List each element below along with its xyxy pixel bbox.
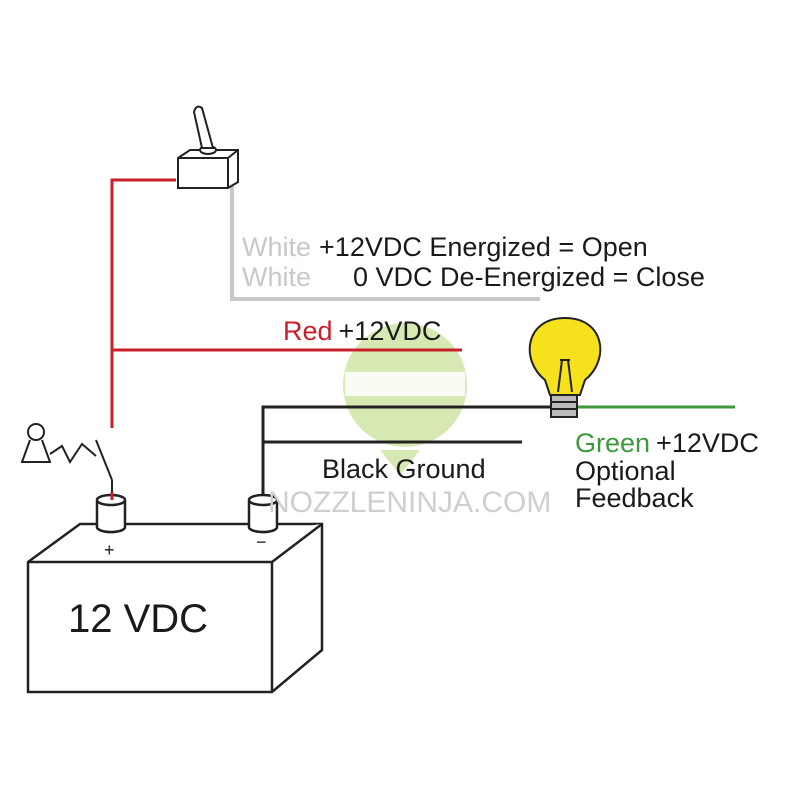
battery-icon — [26, 493, 324, 694]
watermark-text: NOZZLENINJA.COM — [268, 486, 551, 519]
white-wire — [230, 186, 540, 301]
green-label-line3: Feedback — [575, 483, 694, 513]
red-wire — [110, 178, 176, 428]
ninja-logo-icon — [343, 323, 467, 475]
red-wire-label: Red+12VDC — [283, 316, 441, 346]
light-bulb-icon — [528, 316, 602, 418]
green-wire-label: Green+12VDC — [575, 428, 759, 458]
black-wire — [261, 405, 553, 500]
fuse-breaker-icon — [20, 423, 113, 500]
switch-label-line1: White+12VDC Energized = Open — [242, 232, 648, 262]
green-label-line2: Optional — [575, 456, 676, 486]
toggle-switch-icon — [177, 105, 239, 189]
battery-positive-label: + — [104, 540, 115, 560]
black-ground-label: Black Ground — [322, 454, 486, 484]
battery-negative-label: − — [256, 532, 267, 552]
battery-label: 12 VDC — [68, 597, 208, 641]
